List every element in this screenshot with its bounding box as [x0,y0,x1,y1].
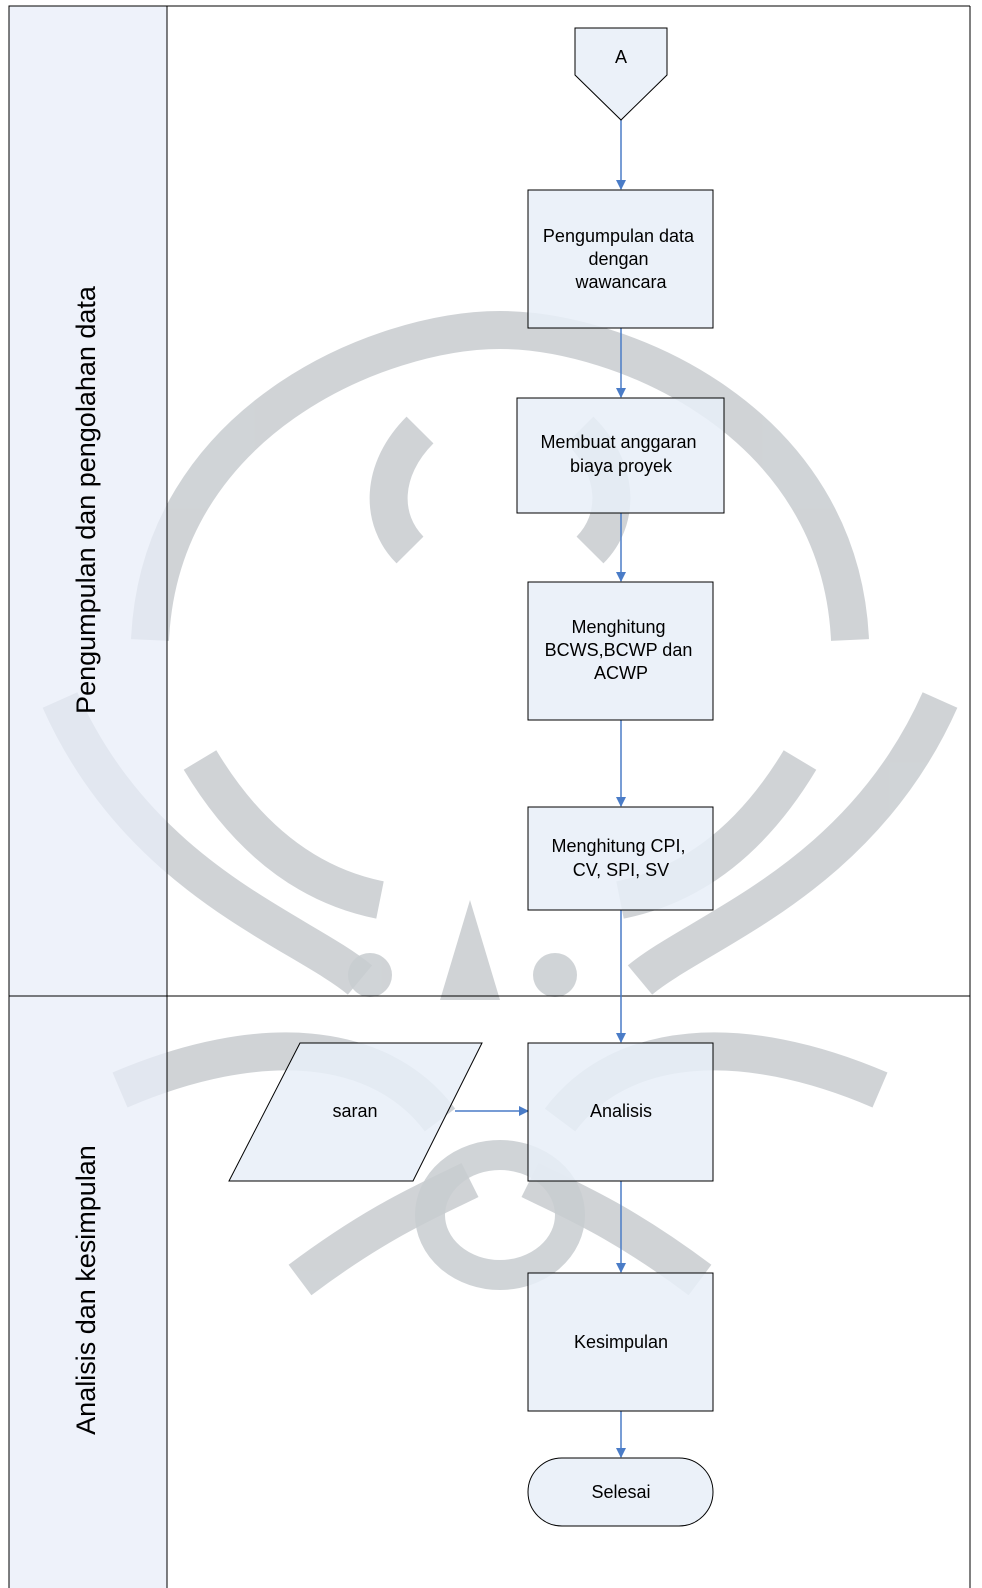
terminator-selesai [527,1457,714,1527]
connector-label: A [615,47,627,67]
data-shape-saran [228,1042,483,1182]
node-cpi: Menghitung CPI, CV, SPI, SV [527,806,714,911]
pengumpulan-line-3: wawancara [574,272,667,292]
off-page-connector-shape [574,27,668,121]
cpi-line-1: Menghitung CPI, [551,836,685,856]
bcws-line-3: ACWP [594,663,648,683]
pengumpulan-line-2: dengan [588,249,648,269]
saran-label: saran [332,1101,377,1121]
node-bcws: Menghitung BCWS,BCWP dan ACWP [527,581,714,721]
node-analisis: Analisis [527,1042,714,1182]
watermark-emblem [42,310,958,1296]
process-box-anggaran [516,397,725,514]
node-pengumpulan: Pengumpulan data dengan wawancara [527,189,714,329]
pengumpulan-label: Pengumpulan data dengan wawancara [543,226,699,292]
node-kesimpulan: Kesimpulan [527,1272,714,1412]
anggaran-line-2: biaya proyek [570,456,673,476]
kesimpulan-label: Kesimpulan [574,1332,668,1352]
bcws-line-2: BCWS,BCWP dan [545,640,693,660]
node-connector-a: A [574,27,668,121]
process-box-bcws [527,581,714,721]
anggaran-line-1: Membuat anggaran [540,432,696,452]
pengumpulan-line-1: Pengumpulan data [543,226,695,246]
analisis-label: Analisis [590,1101,652,1121]
cpi-line-2: CV, SPI, SV [573,860,669,880]
process-box-analisis [527,1042,714,1182]
watermark-details [348,900,585,1290]
bcws-label: Menghitung BCWS,BCWP dan ACWP [545,617,698,683]
edges [455,120,626,1458]
process-box-cpi [527,806,714,911]
lane-label-1: Pengumpulan dan pengolahan data [71,285,101,714]
process-box-kesimpulan [527,1272,714,1412]
lane-label-2: Analisis dan kesimpulan [71,1145,101,1435]
process-box-pengumpulan [527,189,714,329]
node-saran: saran [228,1042,483,1182]
selesai-label: Selesai [591,1482,650,1502]
node-selesai: Selesai [527,1457,714,1527]
anggaran-label: Membuat anggaran biaya proyek [540,432,701,476]
node-anggaran: Membuat anggaran biaya proyek [516,397,725,514]
lane-header-1 [8,5,168,997]
cpi-label: Menghitung CPI, CV, SPI, SV [551,836,690,880]
bcws-line-1: Menghitung [571,617,665,637]
